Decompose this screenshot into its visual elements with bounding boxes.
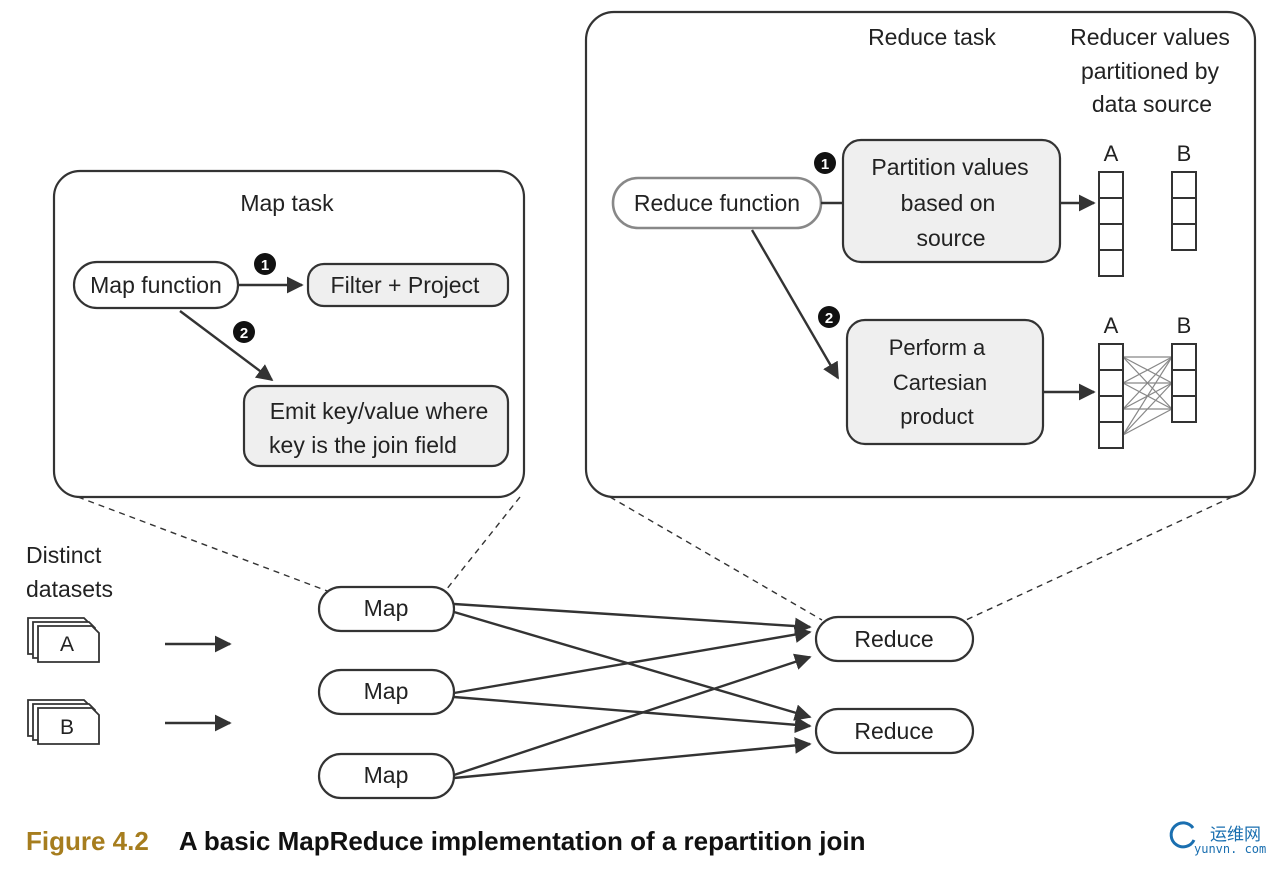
reduce-step1-number: 1	[821, 156, 829, 173]
partition-col-a-label: A	[1104, 141, 1119, 166]
map-node-3	[317, 752, 456, 800]
reduce-node-1	[814, 615, 975, 663]
map-node-1-label: Map	[364, 595, 409, 621]
reducer-values-label-line2: partitioned by	[1081, 58, 1220, 84]
partition-line1: Partition values	[871, 154, 1028, 180]
reduce-step2-badge	[818, 306, 840, 328]
watermark-ring-icon	[1169, 821, 1196, 849]
watermark-logo: 运维网 yunvn. com	[1168, 818, 1268, 862]
reduce-node-2-label: Reduce	[854, 718, 933, 744]
arrow-map-to-emit	[179, 310, 274, 382]
map-step2-badge	[233, 321, 255, 343]
watermark-en-text: yunvn. com	[1194, 842, 1267, 856]
cartesian-line3: product	[900, 404, 973, 429]
dataset-b-document-icon	[27, 699, 100, 745]
partition-line2: based on	[901, 190, 996, 216]
map-node-2-label: Map	[364, 678, 409, 704]
partition-stack-b	[1171, 171, 1197, 251]
emit-line2: key is the join field	[269, 432, 457, 458]
product-col-b-label: B	[1177, 313, 1192, 338]
emit-line1: Emit key/value where	[270, 398, 489, 424]
reducer-values-label-line1: Reducer values	[1070, 24, 1230, 50]
map-step1-badge	[254, 253, 276, 275]
figure-caption-label: Figure 4.2	[26, 826, 149, 856]
filter-project-node	[306, 262, 510, 308]
zoom-guides	[77, 496, 1233, 621]
watermark-cn-text: 运维网	[1210, 825, 1261, 845]
product-col-a-label: A	[1104, 313, 1119, 338]
cartesian-product-node	[845, 318, 1045, 446]
reduce-task-title: Reduce task	[868, 24, 996, 50]
dataset-b-label: B	[60, 716, 74, 739]
partition-col-b-label: B	[1177, 141, 1192, 166]
map-node-3-label: Map	[364, 762, 409, 788]
datasets-label-line2: datasets	[26, 576, 113, 602]
reduce-step2-number: 2	[825, 310, 833, 327]
reduce-step1-badge	[814, 152, 836, 174]
map-task-title: Map task	[240, 190, 334, 216]
reduce-node-2	[814, 707, 975, 755]
product-stack-b	[1171, 343, 1197, 423]
emit-key-value-node	[242, 384, 510, 468]
partition-stack-a	[1098, 171, 1124, 277]
filter-project-label: Filter + Project	[331, 272, 481, 298]
map-function-label: Map function	[90, 272, 222, 298]
cartesian-line2: Cartesian	[893, 370, 987, 395]
cartesian-cross-lines	[1122, 356, 1173, 436]
shuffle-arrows	[453, 602, 812, 780]
reduce-function-label: Reduce function	[634, 190, 800, 216]
partition-values-node	[841, 138, 1062, 264]
dataset-a-label: A	[60, 633, 74, 656]
reducer-values-label-line3: data source	[1092, 91, 1212, 117]
figure-caption-title: A basic MapReduce implementation of a re…	[178, 826, 866, 856]
map-step2-number: 2	[240, 325, 248, 342]
dataset-a-document-icon	[27, 617, 100, 663]
datasets-label-line1: Distinct	[26, 542, 102, 568]
reduce-node-1-label: Reduce	[854, 626, 933, 652]
partition-line3: source	[916, 225, 985, 251]
figure-caption: Figure 4.2 A basic MapReduce implementati…	[26, 826, 866, 857]
product-stack-a	[1098, 343, 1124, 449]
map-node-1	[317, 585, 456, 633]
map-step1-number: 1	[261, 257, 269, 274]
cartesian-line1: Perform a	[889, 335, 986, 360]
arrow-reduce-to-cartesian	[750, 229, 840, 380]
